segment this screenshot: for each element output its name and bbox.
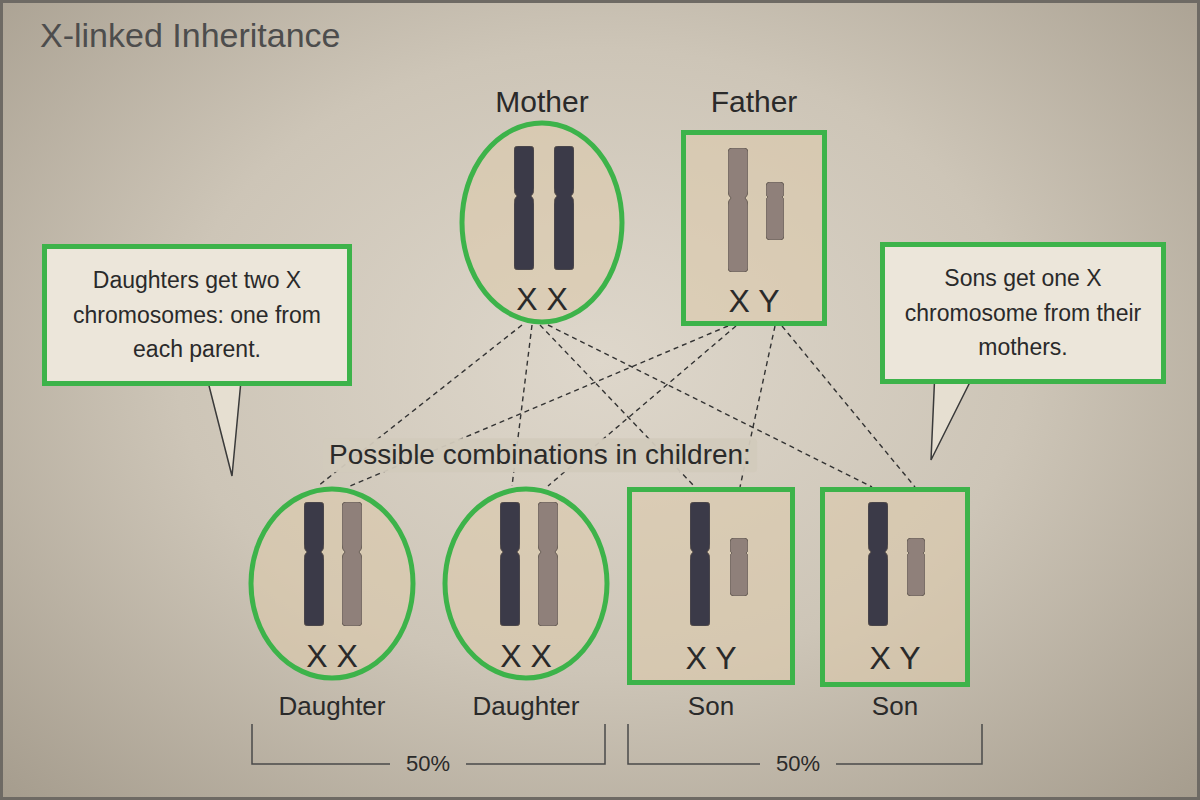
child-box: X YSon xyxy=(820,487,970,687)
chromosomes xyxy=(304,146,925,626)
child-heading: Daughter xyxy=(382,691,670,722)
parent-box: FatherX Y xyxy=(681,130,827,326)
child-heading: Son xyxy=(567,691,855,722)
child-heading: Daughter xyxy=(188,691,476,722)
chromosome-label: X Y xyxy=(567,639,855,677)
callout-box: Sons get one X chromosome from their mot… xyxy=(880,242,1166,384)
section-label: Possible combinations in children: xyxy=(323,438,757,472)
child-heading: Son xyxy=(760,691,1030,722)
percentage-label: 50% xyxy=(400,751,456,777)
parent-circle: MotherX X xyxy=(459,120,625,325)
child-circle: X XDaughter xyxy=(442,486,610,681)
chromosome-label: X Y xyxy=(621,282,887,320)
brackets xyxy=(252,724,982,764)
child-box: X YSon xyxy=(627,487,795,685)
callout-box: Daughters get two X chromosomes: one fro… xyxy=(42,244,352,386)
chromosome-label: X X xyxy=(382,637,670,675)
shape-fills xyxy=(251,123,968,686)
parent-heading: Father xyxy=(621,84,887,120)
child-circle: X XDaughter xyxy=(248,486,416,681)
chromosome-label: X Y xyxy=(760,639,1030,677)
callout-text: Daughters get two X chromosomes: one fro… xyxy=(59,263,335,367)
chromosome-label: X X xyxy=(188,637,476,675)
parent-heading: Mother xyxy=(399,84,685,120)
percentage-label: 50% xyxy=(770,751,826,777)
callout-text: Sons get one X chromosome from their mot… xyxy=(897,261,1149,365)
diagram-title: X-linked Inheritance xyxy=(40,16,341,55)
chromosome-label: X X xyxy=(399,280,685,318)
